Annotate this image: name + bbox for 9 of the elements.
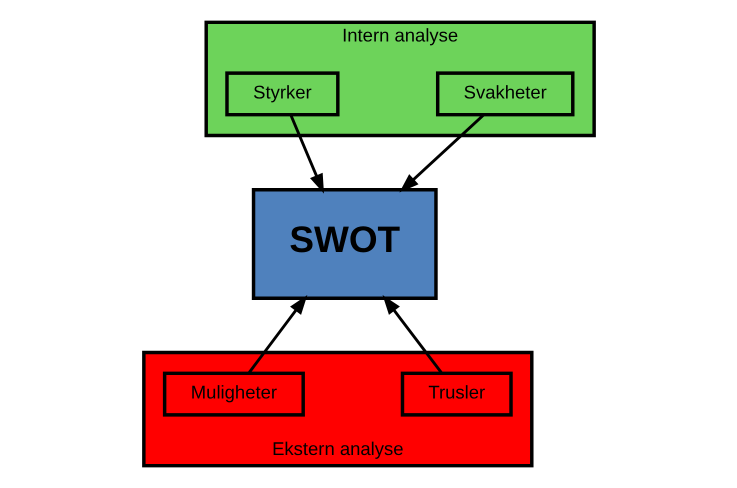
node-box: Styrker [224,71,340,116]
arrow [382,295,442,374]
node-box: Muligheter [162,372,304,417]
arrow [288,114,324,194]
node-box: Svakheter [435,71,574,116]
arrow [398,114,484,193]
node-box: SWOT [251,188,438,300]
arrow [247,295,307,374]
node-box: Trusler [400,372,512,417]
